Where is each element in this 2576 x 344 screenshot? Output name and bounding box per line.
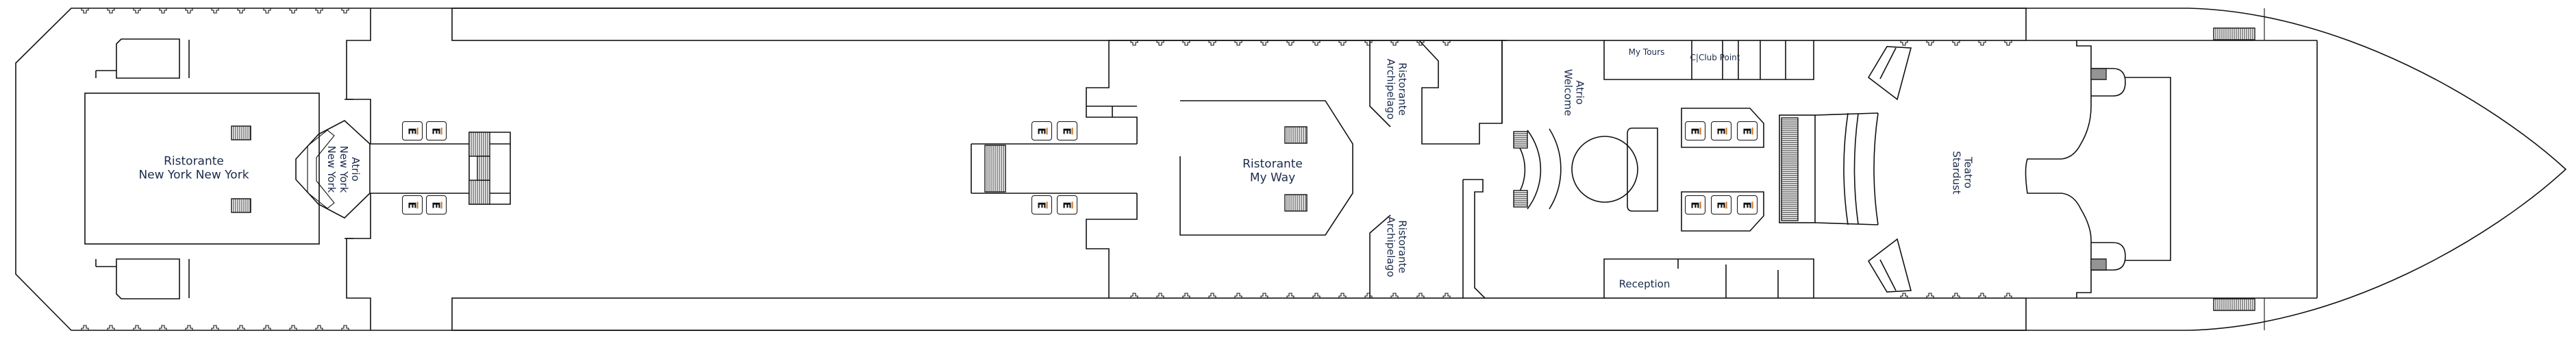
elevator-icon: E bbox=[402, 195, 423, 214]
elevator-glyph: E bbox=[405, 127, 418, 135]
label-line: Atrio bbox=[1573, 80, 1586, 105]
label-ristorante-archipelago-port[interactable]: Ristorante Archipelago bbox=[1384, 59, 1408, 120]
elevator-icon: E bbox=[1031, 195, 1052, 214]
upper-promenade bbox=[451, 8, 2027, 41]
stairs bbox=[2090, 68, 2107, 80]
label-cclub-point[interactable]: C|Club Point bbox=[1690, 53, 1740, 63]
elevator-glyph: E bbox=[429, 201, 442, 209]
elevator-glyph: E bbox=[429, 127, 442, 135]
office-row-bottom bbox=[1603, 258, 1814, 298]
elevator-icon: E bbox=[1737, 195, 1758, 214]
elevator-icon: E bbox=[1031, 121, 1052, 140]
theatre-side-seating-bottom bbox=[1867, 238, 1912, 293]
ny-atrium-inner bbox=[307, 130, 335, 209]
label-line: Teatro bbox=[1962, 157, 1975, 188]
elevator-icon: E bbox=[1057, 121, 1077, 140]
elevator-icon: E bbox=[426, 195, 447, 214]
theatre-balcony bbox=[1779, 114, 1816, 223]
label-line: My Way bbox=[1249, 171, 1296, 184]
label-ristorante-archipelago-starboard[interactable]: Ristorante Archipelago bbox=[1384, 217, 1408, 278]
elevator-glyph: E bbox=[1740, 127, 1753, 135]
stairs bbox=[1284, 194, 1308, 212]
elevator-icon: E bbox=[426, 121, 447, 140]
stairs bbox=[2090, 258, 2107, 271]
elevator-glyph: E bbox=[1060, 201, 1073, 209]
label-line: Ristorante bbox=[1396, 220, 1409, 273]
office-row-top bbox=[1603, 40, 1814, 80]
theatre-stage bbox=[2025, 40, 2092, 298]
label-line: Stardust bbox=[1950, 151, 1962, 195]
elevator-glyph: E bbox=[1035, 201, 1048, 209]
stern-lower-room bbox=[95, 258, 180, 299]
atrio-welcome-bar bbox=[1627, 127, 1658, 212]
stairs bbox=[984, 145, 1006, 193]
ny-corridor-walls bbox=[345, 99, 371, 239]
label-line: Ristorante bbox=[1396, 62, 1409, 116]
elevator-glyph: E bbox=[1688, 201, 1701, 209]
label-teatro-stardust[interactable]: Teatro Stardust bbox=[1950, 151, 1974, 194]
stairs bbox=[231, 198, 251, 213]
label-line: New York bbox=[337, 145, 350, 193]
ny-atrium-outline bbox=[295, 120, 371, 219]
my-way-room bbox=[1179, 100, 1353, 236]
stairs bbox=[468, 180, 490, 205]
stair-hatching bbox=[231, 27, 2255, 311]
label-line: Archipelago bbox=[1384, 216, 1397, 278]
stairs bbox=[468, 132, 490, 157]
elevator-glyph: E bbox=[1035, 127, 1048, 135]
stern-upper-room bbox=[95, 38, 180, 79]
window-stubs bbox=[81, 8, 2012, 330]
atrio-welcome-fountain bbox=[1571, 136, 1638, 203]
label-atrio-welcome[interactable]: Atrio Welcome bbox=[1562, 69, 1586, 116]
theatre-curved-rows bbox=[1814, 112, 1879, 225]
stage-back bbox=[2091, 68, 2171, 271]
label-line: Ristorante bbox=[164, 154, 224, 169]
stairs bbox=[1284, 126, 1308, 144]
stairs bbox=[2213, 298, 2255, 311]
label-line: Welcome bbox=[1562, 69, 1574, 116]
midship-stairwell bbox=[971, 143, 1137, 194]
elevator-icon: E bbox=[1711, 195, 1731, 214]
label-my-tours[interactable]: My Tours bbox=[1628, 47, 1665, 58]
elevator-icon: E bbox=[402, 121, 423, 140]
label-line: Atrio bbox=[349, 157, 362, 182]
stairs bbox=[1781, 117, 1799, 221]
elevator-icon: E bbox=[1711, 121, 1731, 140]
stairs bbox=[1513, 131, 1528, 149]
elevator-glyph: E bbox=[1714, 201, 1727, 209]
midship-service-rooms bbox=[1086, 40, 1138, 298]
hull-outline bbox=[15, 8, 2567, 331]
stairs bbox=[1513, 190, 1528, 208]
archipelago-port-room bbox=[1369, 40, 1503, 145]
elevator-glyph: E bbox=[1714, 127, 1727, 135]
elevator-icon: E bbox=[1057, 195, 1077, 214]
archipelago-starboard-room bbox=[1369, 179, 1486, 299]
label-reception[interactable]: Reception bbox=[1618, 278, 1671, 291]
elevator-glyph: E bbox=[1060, 127, 1073, 135]
elevator-glyph: E bbox=[1688, 127, 1701, 135]
ny-restaurant-room bbox=[84, 93, 320, 245]
elevator-icon: E bbox=[1685, 195, 1705, 214]
stairs bbox=[2213, 27, 2255, 40]
elevator-icon: E bbox=[1685, 121, 1705, 140]
label-ristorante-new-york-new-york[interactable]: Ristorante New York New York bbox=[138, 155, 249, 182]
theatre-side-seating-top bbox=[1867, 46, 1912, 101]
label-line: New York bbox=[325, 145, 338, 193]
label-line: Ristorante bbox=[1242, 157, 1303, 171]
elevator-glyph: E bbox=[405, 201, 418, 209]
elevator-lobby-bottom bbox=[1681, 191, 1764, 232]
elevator-icon: E bbox=[1737, 121, 1758, 140]
elevator-lobby-top bbox=[1681, 108, 1764, 148]
label-line: Archipelago bbox=[1384, 58, 1397, 120]
label-atrio-new-york[interactable]: Atrio New York New York bbox=[325, 145, 362, 193]
label-line: New York New York bbox=[138, 168, 249, 182]
label-ristorante-my-way[interactable]: Ristorante My Way bbox=[1242, 158, 1303, 184]
elevator-glyph: E bbox=[1740, 201, 1753, 209]
stairs bbox=[231, 125, 251, 140]
lower-promenade bbox=[451, 297, 2027, 331]
stairs bbox=[477, 156, 490, 181]
